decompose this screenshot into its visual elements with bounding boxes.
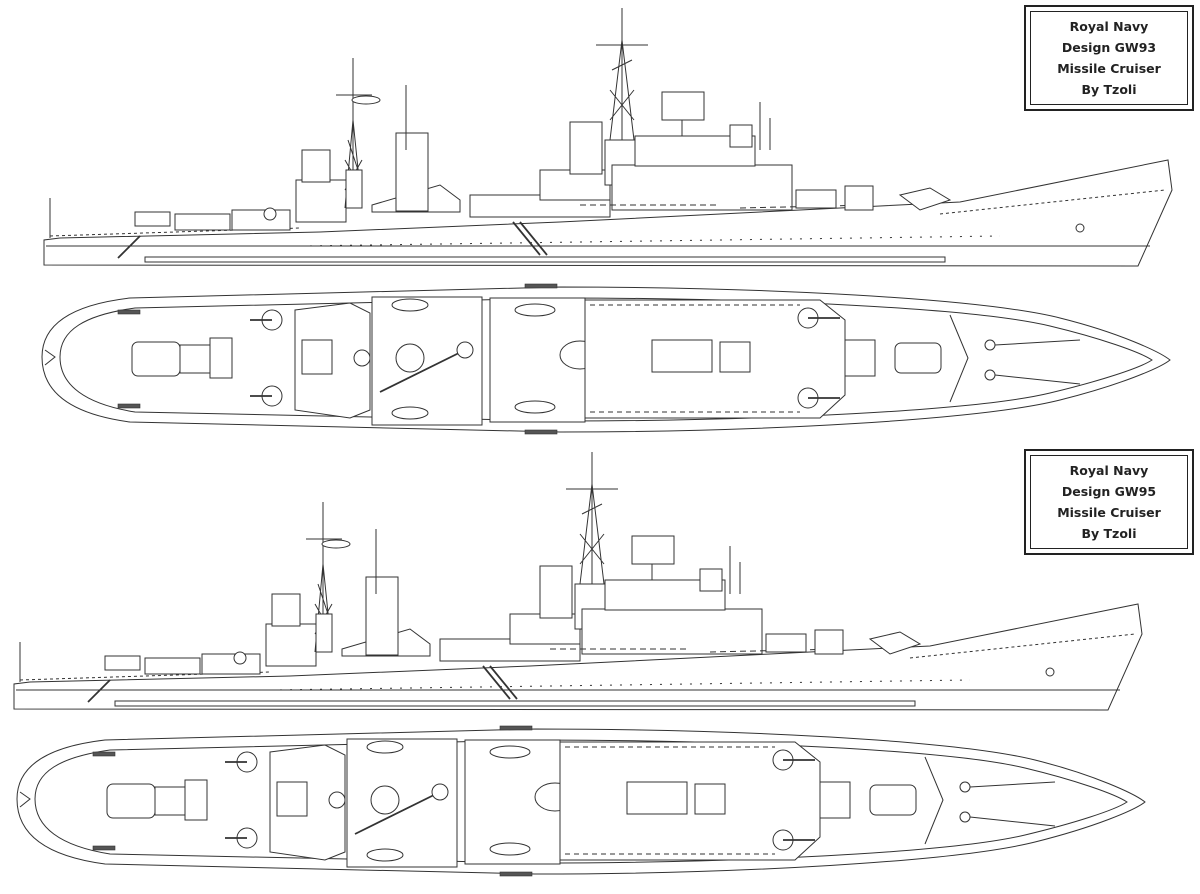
label-line: Design GW95 <box>1061 484 1157 499</box>
label-line: Royal Navy <box>1069 463 1149 478</box>
title-label-gw93: Royal Navy Design GW93 Missile Cruiser B… <box>1024 5 1194 111</box>
label-line: By Tzoli <box>1081 526 1137 541</box>
plan-view-gw95 <box>16 725 1146 877</box>
label-line: Missile Cruiser <box>1057 61 1161 76</box>
profile-view-gw95 <box>13 451 1143 711</box>
label-line: By Tzoli <box>1081 82 1137 97</box>
label-line: Design GW93 <box>1061 40 1157 55</box>
plan-view-gw93 <box>41 283 1171 435</box>
label-line: Missile Cruiser <box>1057 505 1161 520</box>
label-line: Royal Navy <box>1069 19 1149 34</box>
title-label-gw95: Royal Navy Design GW95 Missile Cruiser B… <box>1024 449 1194 555</box>
profile-view-gw93 <box>43 7 1173 267</box>
